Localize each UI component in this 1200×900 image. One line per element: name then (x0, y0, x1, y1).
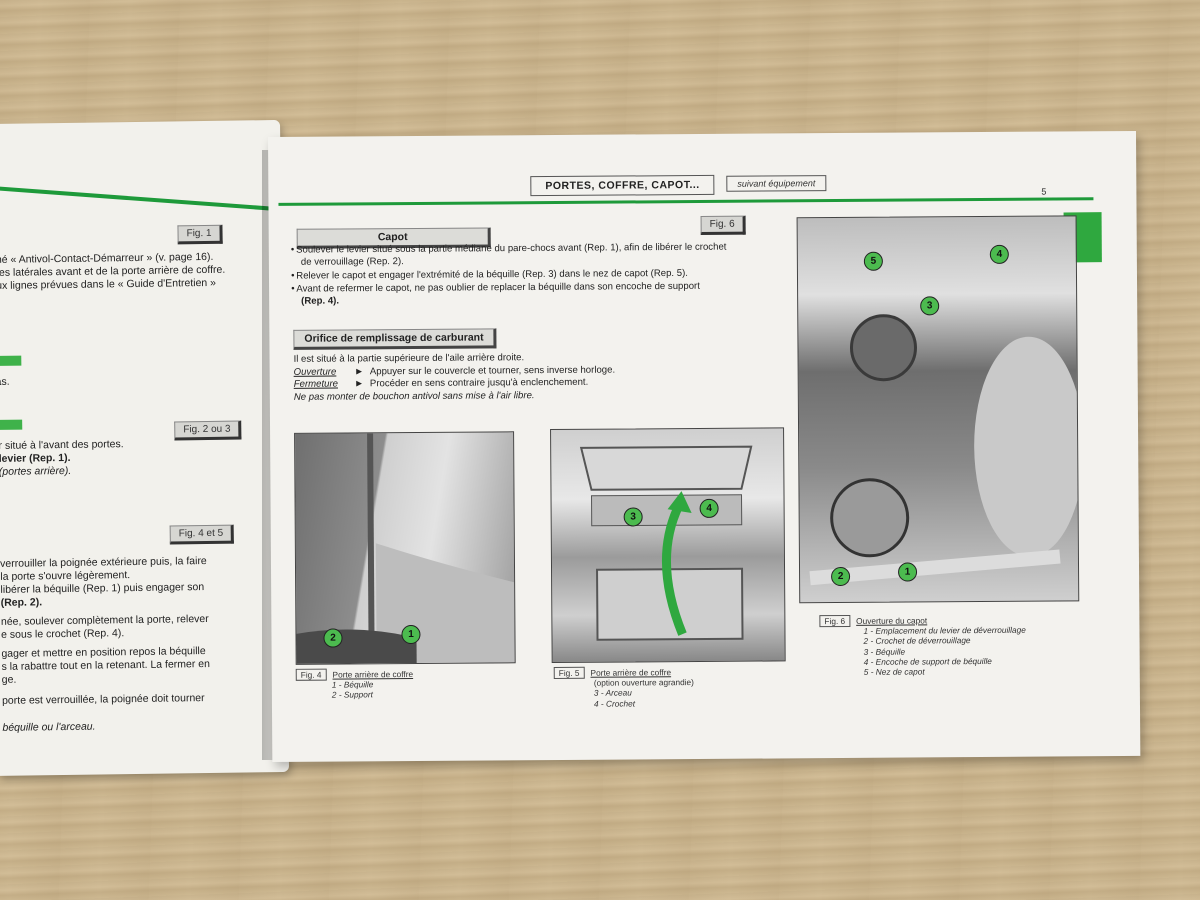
fig5-photo: 3 4 (550, 427, 786, 664)
capot-text: Soulever le levier situé sous la partie … (291, 241, 727, 309)
left-page: Fig. 1 hé « Antivol-Contact-Démarreur » … (0, 119, 290, 776)
fig6-illustration (809, 314, 1080, 586)
fig23-label: Fig. 2 ou 3 (174, 420, 242, 441)
fig4-photo: 2 1 (294, 431, 516, 665)
fig4-callout-2: 2 (323, 628, 343, 648)
green-marker-1 (0, 355, 22, 366)
fig6-photo: 5 4 3 2 1 (796, 215, 1080, 604)
left-text-2: r situé à l'avant des portes. levier (Re… (0, 438, 124, 478)
fig6-callout-1: 1 (897, 562, 918, 582)
left-text-1: hé « Antivol-Contact-Démarreur » (v. pag… (0, 250, 226, 292)
fig4-callout-1: 1 (401, 624, 421, 645)
left-text-as: as. (0, 375, 10, 388)
carburant-text: Il est situé à la partie supérieure de l… (293, 352, 616, 403)
header-note: suivant équipement (726, 175, 827, 192)
fig1-label: Fig. 1 (177, 224, 223, 245)
fig5-illustration (579, 445, 753, 641)
left-text-3: verrouiller la poignée extérieure puis, … (0, 555, 211, 734)
fig5-callout-4: 4 (699, 498, 719, 518)
right-green-rule (278, 197, 1094, 206)
section-header: PORTES, COFFRE, CAPOT... (530, 174, 715, 197)
left-green-rule (0, 185, 281, 212)
capot-fig-label: Fig. 6 (700, 215, 746, 235)
right-page: PORTES, COFFRE, CAPOT... suivant équipem… (268, 130, 1141, 762)
fig6-callout-4: 4 (989, 244, 1009, 264)
fig5-callout-3: 3 (623, 507, 643, 527)
page-number: 5 (1041, 186, 1047, 197)
carburant-heading: Orifice de remplissage de carburant (293, 328, 497, 350)
green-marker-2 (0, 419, 23, 430)
fig6-callout-2: 2 (831, 566, 851, 587)
fig45-label: Fig. 4 et 5 (169, 524, 235, 545)
fig6-callout-3: 3 (920, 296, 940, 316)
fig6-callout-5: 5 (863, 251, 883, 271)
